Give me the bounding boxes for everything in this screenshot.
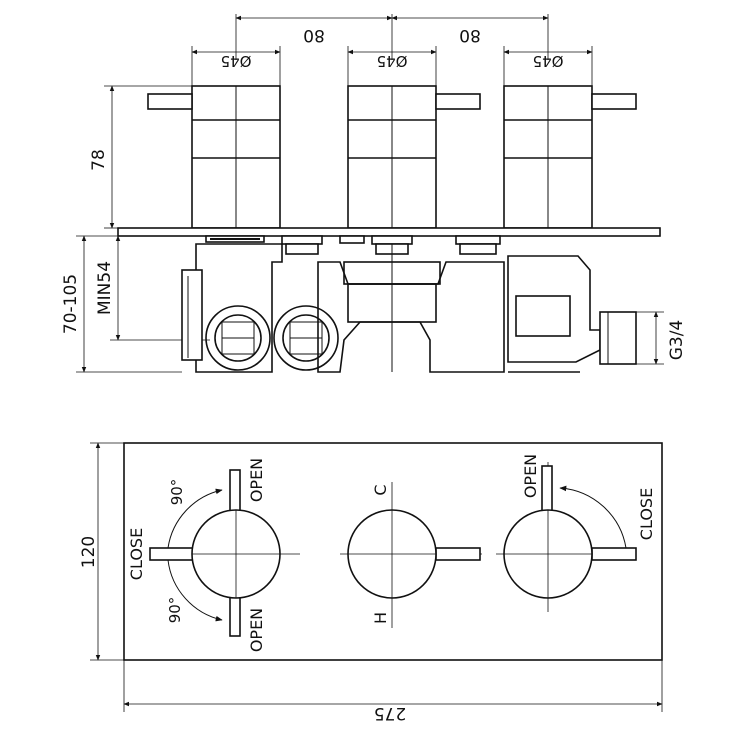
center-cold-label: C (371, 484, 390, 495)
side-handle-3: Ø45 (503, 46, 637, 229)
depth-range-label: 70-105 (61, 274, 81, 334)
front-plate (123, 442, 663, 661)
left-valve: OPEN 90° CLOSE 90° OPEN (127, 458, 300, 652)
diameter-1-label: Ø45 (221, 52, 252, 70)
spacing-dimension: 80 80 (235, 14, 549, 60)
diameter-3-label: Ø45 (533, 52, 564, 70)
right-close-label: CLOSE (637, 488, 656, 540)
left-open-bottom-label: OPEN (247, 608, 266, 652)
center-hot-label: H (371, 612, 390, 624)
left-angle-top-label: 90° (168, 479, 186, 506)
depth-min-label: MIN54 (95, 261, 115, 315)
front-view: 120 275 OPEN 90° CLOSE 90° OPEN (79, 442, 663, 723)
left-open-top-label: OPEN (247, 458, 266, 502)
center-valve: C H (340, 482, 482, 628)
spacing-right-label: 80 (459, 25, 481, 45)
cover-plate (117, 227, 661, 237)
side-view: 80 80 Ø45 Ø45 (61, 14, 687, 373)
plate-width-label: 275 (374, 703, 406, 723)
side-handle-1: Ø45 (147, 46, 281, 229)
diameter-2-label: Ø45 (377, 52, 408, 70)
left-angle-bottom-label: 90° (166, 597, 184, 624)
side-handle-2: Ø45 (347, 46, 481, 229)
spacing-left-label: 80 (303, 25, 325, 45)
thread-dimension: G3/4 (636, 311, 687, 365)
left-close-label: CLOSE (127, 528, 146, 580)
plate-height-dimension: 120 (79, 442, 124, 661)
right-open-label: OPEN (521, 454, 540, 498)
thread-label: G3/4 (667, 320, 687, 361)
right-valve: OPEN CLOSE (496, 454, 656, 612)
valve-body (181, 235, 637, 373)
handle-height-label: 78 (89, 149, 109, 171)
plate-height-label: 120 (79, 536, 99, 568)
plate-width-dimension: 275 (123, 660, 663, 723)
